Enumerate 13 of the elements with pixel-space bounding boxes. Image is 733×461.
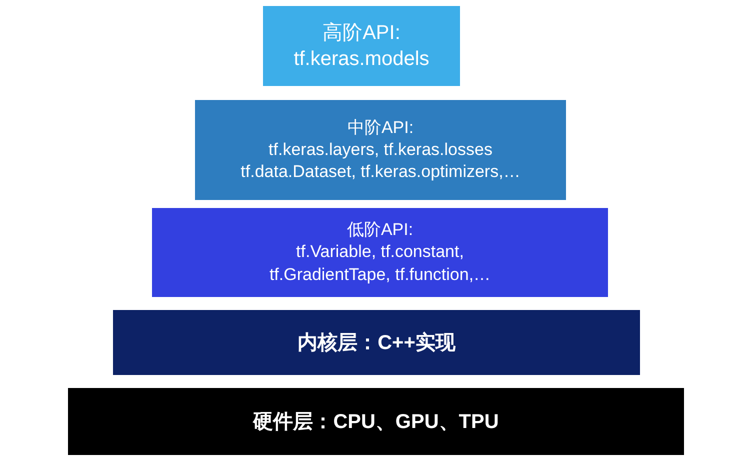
layer-text: 内核层：C++实现 [298,330,456,356]
layer-text: 硬件层：CPU、GPU、TPU [253,410,499,434]
layer-box [263,6,460,86]
layer-text: tf.keras.layers, tf.keras.losses tf.data.Dataset, tf.keras.optimizers,… [240,138,522,184]
layer-box [152,208,608,297]
layer-box [113,310,640,375]
layer-text: tf.keras.models [294,47,430,72]
layer-box [195,100,566,200]
layer-heading: 低阶API: [346,219,414,242]
layer-text: tf.Variable, tf.constant, tf.GradientTape, tf.function,… [268,241,492,286]
layer-box [68,388,684,455]
layer-heading: 高阶API: [322,21,400,46]
layer-heading: 中阶API: [347,116,414,139]
